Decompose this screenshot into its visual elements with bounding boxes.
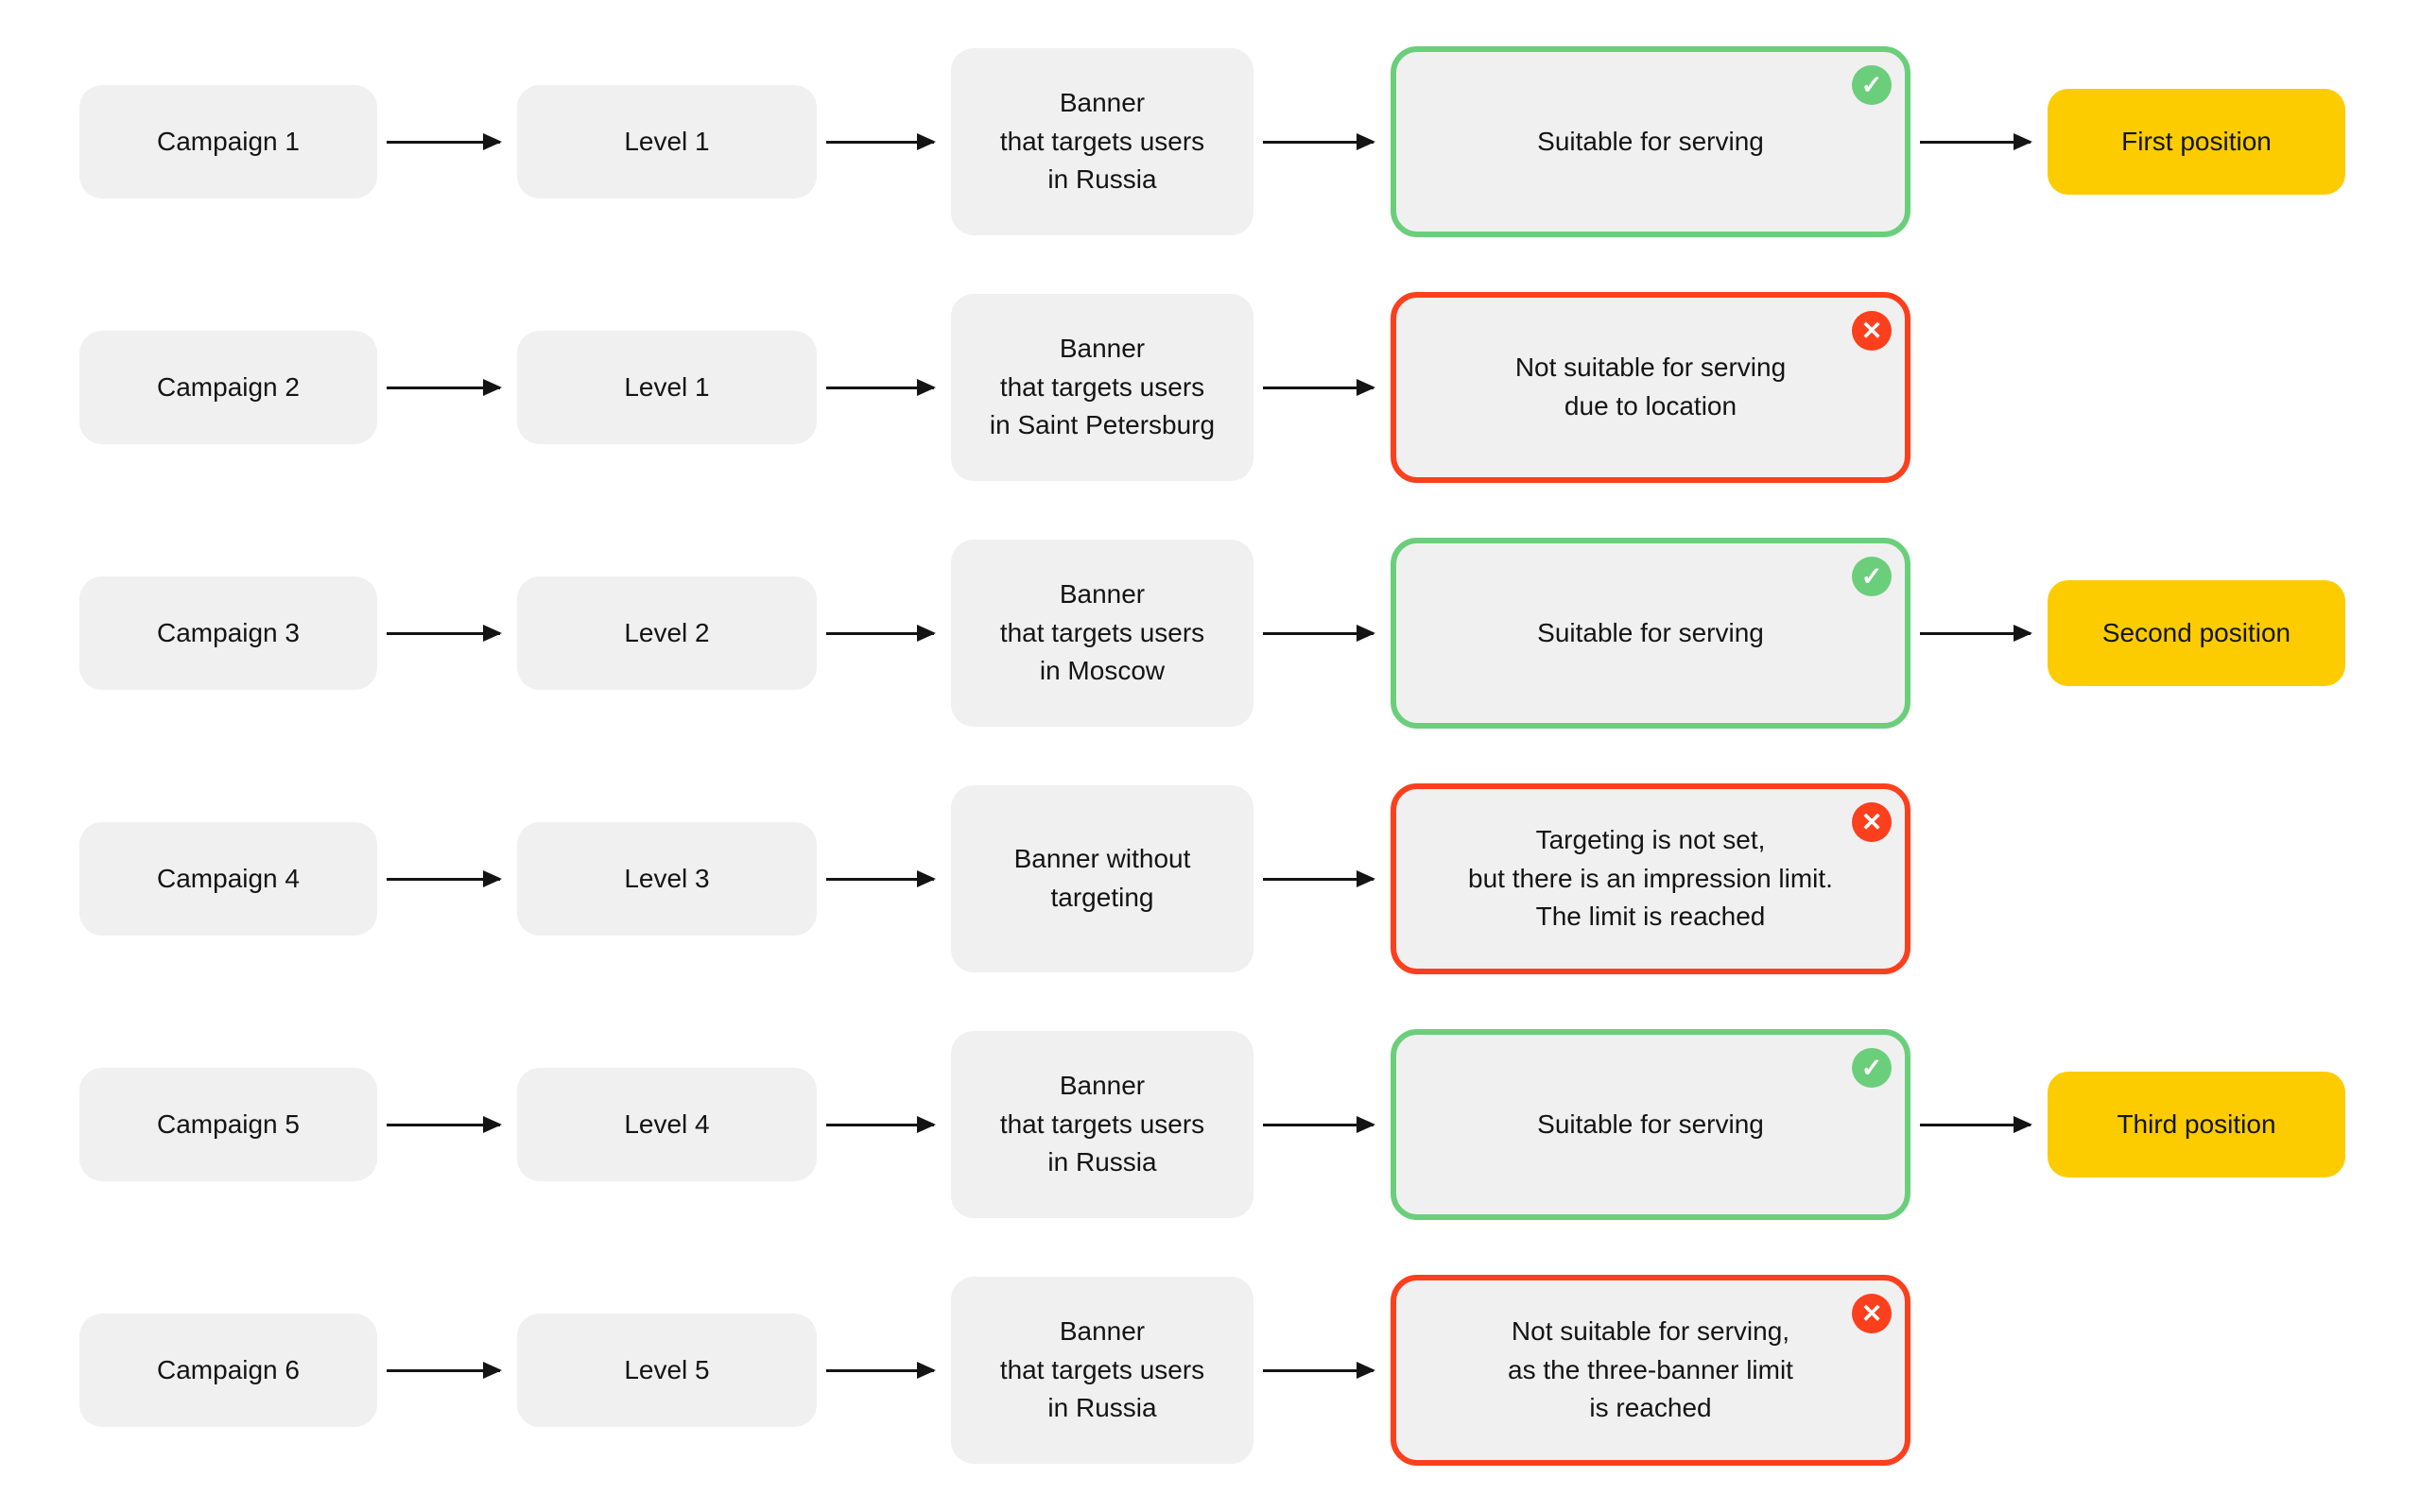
status-text: Targeting is not set, but there is an im… (1468, 825, 1833, 932)
empty-cell (2048, 879, 2345, 880)
arrow-right-icon (826, 132, 936, 150)
status-text: Not suitable for serving, as the three-b… (1508, 1316, 1793, 1423)
status-node: ✕ Not suitable for serving due to locati… (1391, 292, 1910, 483)
arrow-right-icon (826, 869, 936, 887)
arrow-right-icon (1263, 869, 1375, 887)
position-node: First position (2048, 89, 2345, 195)
flow-row: Campaign 2 Level 1 Banner that targets u… (79, 265, 2420, 510)
banner-node: Banner that targets users in Moscow (951, 540, 1253, 727)
arrow-right-icon (1263, 624, 1375, 642)
banner-node: Banner that targets users in Saint Peter… (951, 294, 1253, 481)
cross-icon: ✕ (1852, 802, 1892, 842)
campaign-node: Campaign 5 (79, 1068, 377, 1181)
arrow-right-icon (1920, 132, 2032, 150)
arrow-right-icon (387, 132, 502, 150)
status-node: ✕ Targeting is not set, but there is an … (1391, 783, 1910, 974)
empty-cell (1910, 387, 2048, 388)
arrow-right-icon (1920, 624, 2032, 642)
check-icon: ✓ (1852, 65, 1892, 105)
empty-cell (2048, 1370, 2345, 1371)
flow-row: Campaign 6 Level 5 Banner that targets u… (79, 1247, 2420, 1493)
flow-row: Campaign 4 Level 3 Banner without target… (79, 756, 2420, 1002)
position-node: Second position (2048, 580, 2345, 686)
campaign-node: Campaign 6 (79, 1314, 377, 1427)
check-icon: ✓ (1852, 557, 1892, 596)
empty-cell (2048, 387, 2345, 388)
check-icon: ✓ (1852, 1048, 1892, 1088)
arrow-right-icon (1263, 378, 1375, 396)
empty-cell (1910, 1370, 2048, 1371)
arrow-right-icon (1920, 1115, 2032, 1133)
status-text: Suitable for serving (1537, 1108, 1764, 1139)
campaign-node: Campaign 4 (79, 822, 377, 936)
banner-node: Banner that targets users in Russia (951, 48, 1253, 235)
campaign-node: Campaign 2 (79, 331, 377, 444)
status-node: ✓ Suitable for serving (1391, 46, 1910, 237)
cross-icon: ✕ (1852, 1294, 1892, 1333)
status-text: Not suitable for serving due to location (1514, 352, 1787, 421)
empty-cell (1910, 879, 2048, 880)
banner-node: Banner without targeting (951, 785, 1253, 972)
arrow-right-icon (387, 378, 502, 396)
arrow-right-icon (826, 1361, 936, 1379)
level-node: Level 5 (517, 1314, 817, 1427)
arrow-right-icon (1263, 1361, 1375, 1379)
arrow-right-icon (387, 1115, 502, 1133)
campaign-node: Campaign 3 (79, 576, 377, 690)
campaign-node: Campaign 1 (79, 85, 377, 198)
level-node: Level 1 (517, 85, 817, 198)
flow-row: Campaign 1 Level 1 Banner that targets u… (79, 19, 2420, 265)
arrow-right-icon (1263, 1115, 1375, 1133)
arrow-right-icon (826, 1115, 936, 1133)
arrow-right-icon (387, 869, 502, 887)
status-node: ✓ Suitable for serving (1391, 538, 1910, 729)
arrow-right-icon (826, 378, 936, 396)
status-text: Suitable for serving (1537, 126, 1764, 156)
banner-node: Banner that targets users in Russia (951, 1031, 1253, 1218)
level-node: Level 4 (517, 1068, 817, 1181)
banner-node: Banner that targets users in Russia (951, 1277, 1253, 1464)
level-node: Level 2 (517, 576, 817, 690)
level-node: Level 3 (517, 822, 817, 936)
level-node: Level 1 (517, 331, 817, 444)
arrow-right-icon (826, 624, 936, 642)
arrow-right-icon (387, 1361, 502, 1379)
flow-row: Campaign 5 Level 4 Banner that targets u… (79, 1002, 2420, 1247)
arrow-right-icon (387, 624, 502, 642)
status-text: Suitable for serving (1537, 617, 1764, 647)
status-node: ✓ Suitable for serving (1391, 1029, 1910, 1220)
arrow-right-icon (1263, 132, 1375, 150)
position-node: Third position (2048, 1072, 2345, 1177)
cross-icon: ✕ (1852, 311, 1892, 351)
status-node: ✕ Not suitable for serving, as the three… (1391, 1275, 1910, 1466)
flow-row: Campaign 3 Level 2 Banner that targets u… (79, 510, 2420, 756)
